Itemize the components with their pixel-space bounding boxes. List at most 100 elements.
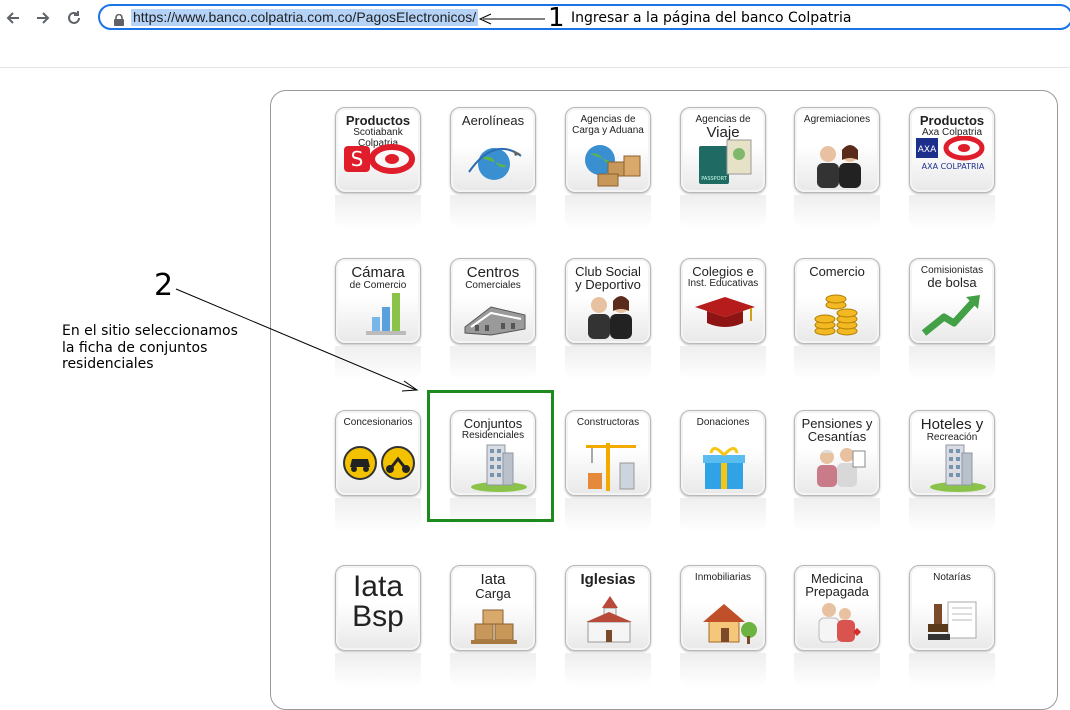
passport-icon: PASSPORT — [681, 136, 765, 192]
tile-reflection — [794, 346, 880, 380]
tile-label-line: Comercio — [809, 264, 865, 279]
step1-number: 1 — [548, 3, 565, 33]
graduation-cap-icon — [681, 287, 765, 343]
coins-icon — [795, 287, 879, 343]
tile-concesionarios[interactable]: Concesionarios — [335, 410, 421, 496]
tile-reflection — [794, 498, 880, 532]
step2-text-line2: la ficha de conjuntos — [62, 340, 208, 356]
browser-toolbar: https://www.banco.colpatria.com.co/Pagos… — [0, 0, 1070, 38]
tile-label-line: Pensiones y — [801, 416, 873, 431]
tile-label: Concesionarios — [336, 417, 420, 428]
tile-reflection — [335, 346, 421, 380]
trend-arrow-icon — [910, 287, 994, 343]
tile-notarías[interactable]: Notarías — [909, 565, 995, 651]
tile-reflection — [680, 346, 766, 380]
url-text[interactable]: https://www.banco.colpatria.com.co/Pagos… — [131, 9, 479, 26]
tile-label-line: Inst. Educativas — [687, 278, 759, 289]
apartment-building-icon — [451, 439, 535, 495]
scotiabank-logo-icon: S — [336, 136, 420, 192]
tile-label-line: Recreación — [926, 432, 978, 443]
tile-reflection — [680, 498, 766, 532]
tile-label-line: Bsp — [352, 600, 404, 633]
doctor-icon — [795, 594, 879, 650]
church-icon — [566, 594, 650, 650]
address-bar[interactable]: https://www.banco.colpatria.com.co/Pagos… — [98, 4, 1070, 30]
tile-reflection — [565, 653, 651, 687]
tile-agremiaciones[interactable]: Agremiaciones — [794, 107, 880, 193]
stamp-icon — [910, 594, 994, 650]
tile-reflection — [450, 653, 536, 687]
car-moto-icon — [336, 439, 420, 495]
tile-label-line: Iata — [480, 571, 506, 588]
tile-label: Aerolíneas — [451, 114, 535, 127]
tile-label-line: Scotiabank — [353, 127, 403, 138]
tile-comercio[interactable]: Comercio — [794, 258, 880, 344]
svg-text:PASSPORT: PASSPORT — [701, 176, 728, 182]
people-icon — [566, 287, 650, 343]
tile-label: Inmobiliarias — [681, 572, 765, 583]
tile-label-line: Inmobiliarias — [694, 572, 752, 583]
highlight-box — [427, 390, 554, 522]
tile-label-line: Constructoras — [576, 417, 640, 428]
tile-label-line: Comerciales — [465, 280, 521, 291]
arrow-left-icon[interactable] — [3, 8, 23, 28]
tile-aerolíneas[interactable]: Aerolíneas — [450, 107, 536, 193]
elderly-people-icon — [795, 439, 879, 495]
tile-inmobiliarias[interactable]: Inmobiliarias — [680, 565, 766, 651]
tile-label-line: Cesantías — [807, 429, 867, 444]
arrow-right-icon[interactable] — [33, 8, 53, 28]
tile-reflection — [450, 346, 536, 380]
tile-label-line: Cámara — [351, 264, 405, 281]
tile-label-line: Viaje — [706, 124, 740, 141]
tile-iglesias[interactable]: Iglesias — [565, 565, 651, 651]
tile-label-line: Conjuntos — [463, 416, 523, 431]
reload-icon[interactable] — [64, 8, 84, 28]
step2-text-line1: En el sitio seleccionamos — [62, 323, 238, 339]
tile-reflection — [794, 653, 880, 687]
tile-reflection — [450, 498, 536, 532]
tile-donaciones[interactable]: Donaciones — [680, 410, 766, 496]
lock-icon — [114, 11, 124, 26]
tile-label: Agremiaciones — [795, 114, 879, 125]
axa-caption: AXA COLPATRIA — [922, 162, 985, 171]
tile-constructoras[interactable]: Constructoras — [565, 410, 651, 496]
tile-reflection — [450, 195, 536, 229]
tile-reflection — [565, 195, 651, 229]
tile-reflection — [909, 195, 995, 229]
tile-reflection — [794, 195, 880, 229]
tile-reflection — [565, 346, 651, 380]
tile-label-line: y Deportivo — [575, 277, 641, 292]
toolbar-divider — [0, 67, 1070, 68]
tile-label: Notarías — [910, 572, 994, 583]
building-icon — [451, 287, 535, 343]
